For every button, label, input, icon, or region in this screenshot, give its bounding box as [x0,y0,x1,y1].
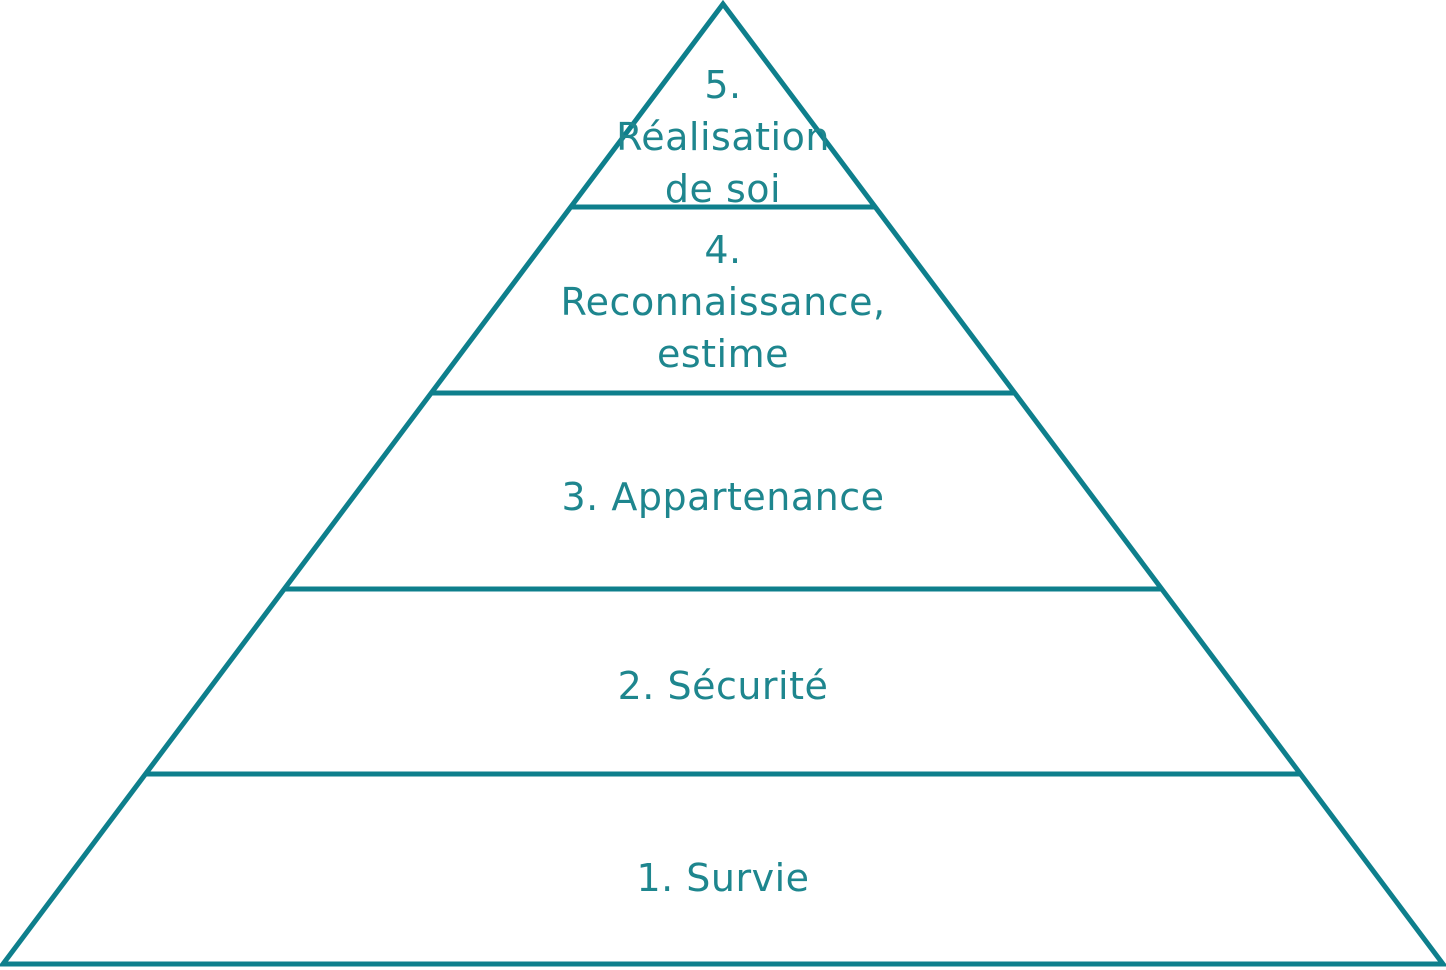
pyramid-level-1-label: 1. Survie [636,856,810,900]
pyramid-level-3-label: 3. Appartenance [561,475,885,519]
pyramid-level-5-label: 5. Réalisation de soi [616,63,830,211]
pyramid-level-2-label: 2. Sécurité [617,664,829,708]
pyramid-level-4-label: 4. Reconnaissance, estime [560,228,886,376]
